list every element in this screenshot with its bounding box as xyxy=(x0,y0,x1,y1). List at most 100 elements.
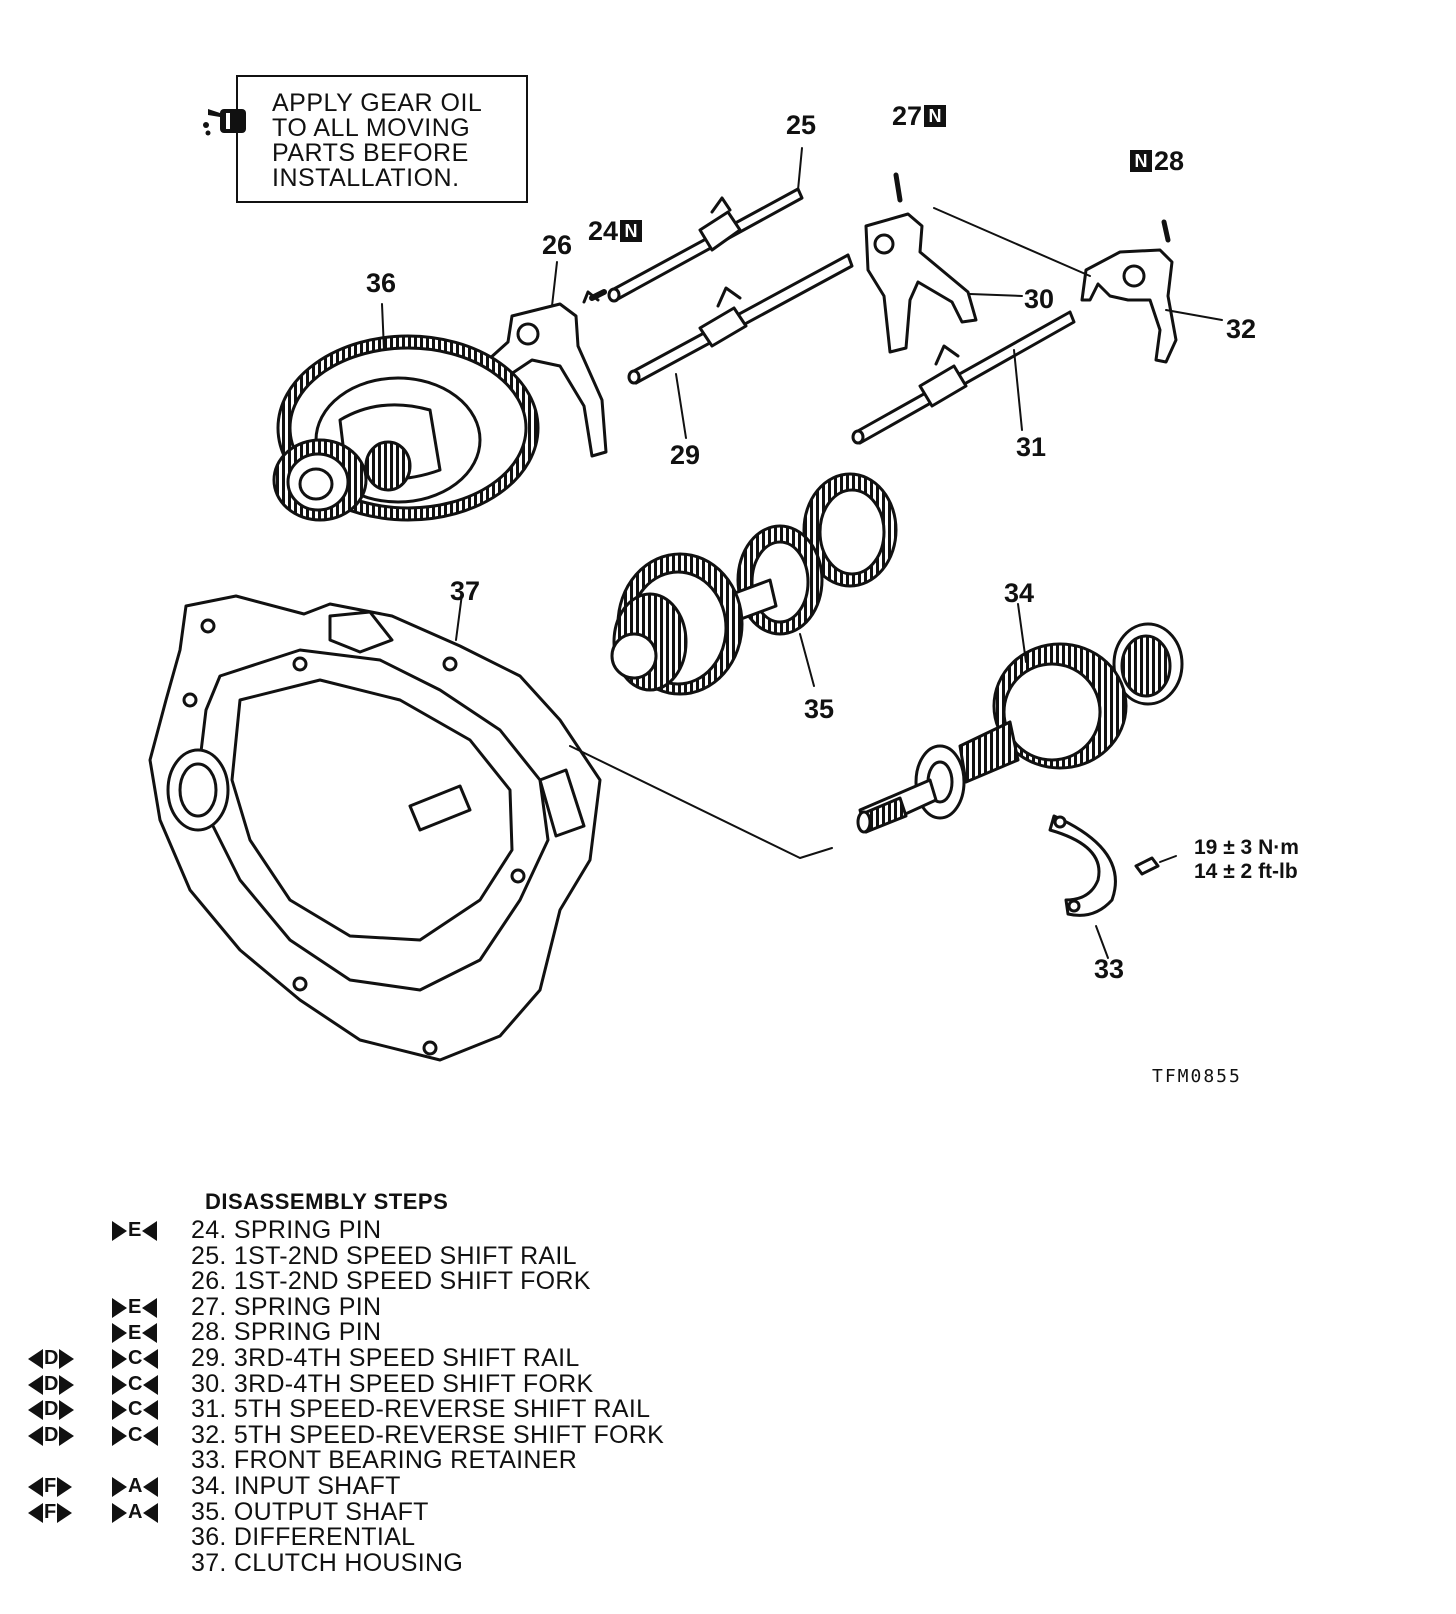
figure-id: TFM0855 xyxy=(1152,1066,1242,1087)
list-item: 26. 1ST-2ND SPEED SHIFT FORK xyxy=(0,1269,760,1295)
installation-mark-right: E xyxy=(112,1219,158,1242)
leader-line-32 xyxy=(1165,309,1223,321)
leader-line-36 xyxy=(381,303,385,351)
step-label: 27. SPRING PIN xyxy=(191,1292,382,1321)
installation-mark-left: D xyxy=(28,1347,75,1370)
step-label: 34. INPUT SHAFT xyxy=(191,1471,401,1500)
leader-line-29 xyxy=(675,373,687,439)
step-label: 37. CLUTCH HOUSING xyxy=(191,1548,464,1577)
shift-rail-31 xyxy=(851,310,1076,445)
clutch-housing-37 xyxy=(148,593,602,1062)
step-label: 24. SPRING PIN xyxy=(191,1216,382,1244)
gear-oil-note-text: APPLY GEAR OIL TO ALL MOVING PARTS BEFOR… xyxy=(272,89,483,192)
callout-26: 26 xyxy=(542,230,573,260)
mark-letter: E xyxy=(128,1321,142,1344)
callout-24-number: 24 xyxy=(588,216,619,246)
shift-rail-25 xyxy=(607,187,804,303)
step-label: 26. 1ST-2ND SPEED SHIFT FORK xyxy=(191,1267,591,1296)
shift-fork-30 xyxy=(864,172,978,354)
installation-mark-left: F xyxy=(28,1475,73,1498)
oil-can-icon xyxy=(203,109,246,136)
mark-letter: C xyxy=(128,1398,143,1421)
list-item: E 28. SPRING PIN xyxy=(0,1320,760,1346)
torque-spec: 19 ± 3 N·m 14 ± 2 ft-lb xyxy=(1194,836,1299,883)
disassembly-steps-title: DISASSEMBLY STEPS xyxy=(205,1189,449,1214)
leader-line-37-34 xyxy=(569,745,833,859)
mark-letter: C xyxy=(128,1423,143,1446)
installation-mark-right: A xyxy=(112,1500,159,1524)
list-item: 25. 1ST-2ND SPEED SHIFT RAIL xyxy=(0,1241,760,1270)
callout-31: 31 xyxy=(1016,432,1047,462)
installation-mark-left: D xyxy=(28,1423,75,1447)
mark-letter: F xyxy=(44,1475,57,1498)
list-item: D C 32. 5TH SPEED-REVERSE SHIFT FORK xyxy=(0,1420,760,1449)
mark-letter: A xyxy=(128,1475,143,1498)
mark-letter: F xyxy=(44,1500,57,1523)
list-item: F A 34. INPUT SHAFT xyxy=(0,1471,760,1500)
mark-letter: D xyxy=(44,1347,59,1370)
list-item: E 27. SPRING PIN xyxy=(0,1292,760,1321)
callout-36: 36 xyxy=(366,268,397,298)
mark-letter: A xyxy=(128,1500,143,1523)
installation-mark-right: A xyxy=(112,1475,159,1498)
list-item: D C 31. 5TH SPEED-REVERSE SHIFT RAIL xyxy=(0,1397,760,1423)
step-label: 25. 1ST-2ND SPEED SHIFT RAIL xyxy=(191,1241,577,1270)
mark-letter: C xyxy=(128,1372,143,1395)
callout-25: 25 xyxy=(786,110,817,140)
n-badge-24: N xyxy=(620,220,643,242)
callout-30: 30 xyxy=(1024,284,1055,314)
callout-37: 37 xyxy=(450,576,481,606)
installation-mark-right: E xyxy=(112,1295,158,1319)
installation-mark-right: C xyxy=(112,1347,159,1370)
list-item: 37. CLUTCH HOUSING xyxy=(0,1548,760,1577)
installation-mark-left: D xyxy=(28,1398,75,1421)
callout-29: 29 xyxy=(670,440,701,470)
leader-line-25 xyxy=(797,147,803,191)
mark-letter: D xyxy=(44,1423,59,1446)
gear-oil-note-box: APPLY GEAR OIL TO ALL MOVING PARTS BEFOR… xyxy=(236,75,528,203)
installation-mark-right: C xyxy=(112,1423,159,1447)
leader-line-30-32 xyxy=(933,207,1091,277)
step-label: 30. 3RD-4TH SPEED SHIFT FORK xyxy=(191,1369,594,1398)
step-label: 36. DIFFERENTIAL xyxy=(191,1523,416,1552)
front-bearing-retainer-33 xyxy=(1048,814,1177,959)
n-badge-27: N xyxy=(924,105,947,127)
installation-mark-right: C xyxy=(112,1372,159,1396)
leader-line-34 xyxy=(1017,603,1027,663)
installation-mark-right: C xyxy=(112,1398,159,1421)
callout-35: 35 xyxy=(804,694,835,724)
callout-27-number: 27 xyxy=(892,101,923,131)
mark-letter: D xyxy=(44,1372,59,1395)
shift-fork-32 xyxy=(1080,219,1178,364)
step-label: 33. FRONT BEARING RETAINER xyxy=(191,1446,578,1475)
output-shaft-35 xyxy=(610,472,898,696)
leader-line-30 xyxy=(969,293,1023,297)
leader-line-31 xyxy=(1013,349,1023,431)
shift-rail-29 xyxy=(627,253,854,385)
step-label: 31. 5TH SPEED-REVERSE SHIFT RAIL xyxy=(191,1395,651,1424)
installation-mark-right: E xyxy=(112,1321,158,1344)
step-label: 32. 5TH SPEED-REVERSE SHIFT FORK xyxy=(191,1420,665,1449)
callout-28-number: 28 xyxy=(1154,146,1185,176)
mark-letter: C xyxy=(128,1347,143,1370)
differential-36 xyxy=(272,334,540,522)
mark-letter: E xyxy=(128,1295,142,1318)
list-item: 33. FRONT BEARING RETAINER xyxy=(0,1448,760,1474)
input-shaft-34 xyxy=(856,622,1184,834)
spring-pin-24 xyxy=(589,289,607,301)
mark-letter: E xyxy=(128,1219,142,1242)
list-item: E 24. SPRING PIN xyxy=(0,1216,760,1244)
mark-letter: D xyxy=(44,1398,59,1421)
callout-34: 34 xyxy=(1004,578,1035,608)
leader-line-26 xyxy=(551,261,558,307)
step-label: 28. SPRING PIN xyxy=(191,1318,382,1347)
installation-mark-left: F xyxy=(28,1500,73,1524)
list-item: D C 30. 3RD-4TH SPEED SHIFT FORK xyxy=(0,1369,760,1398)
